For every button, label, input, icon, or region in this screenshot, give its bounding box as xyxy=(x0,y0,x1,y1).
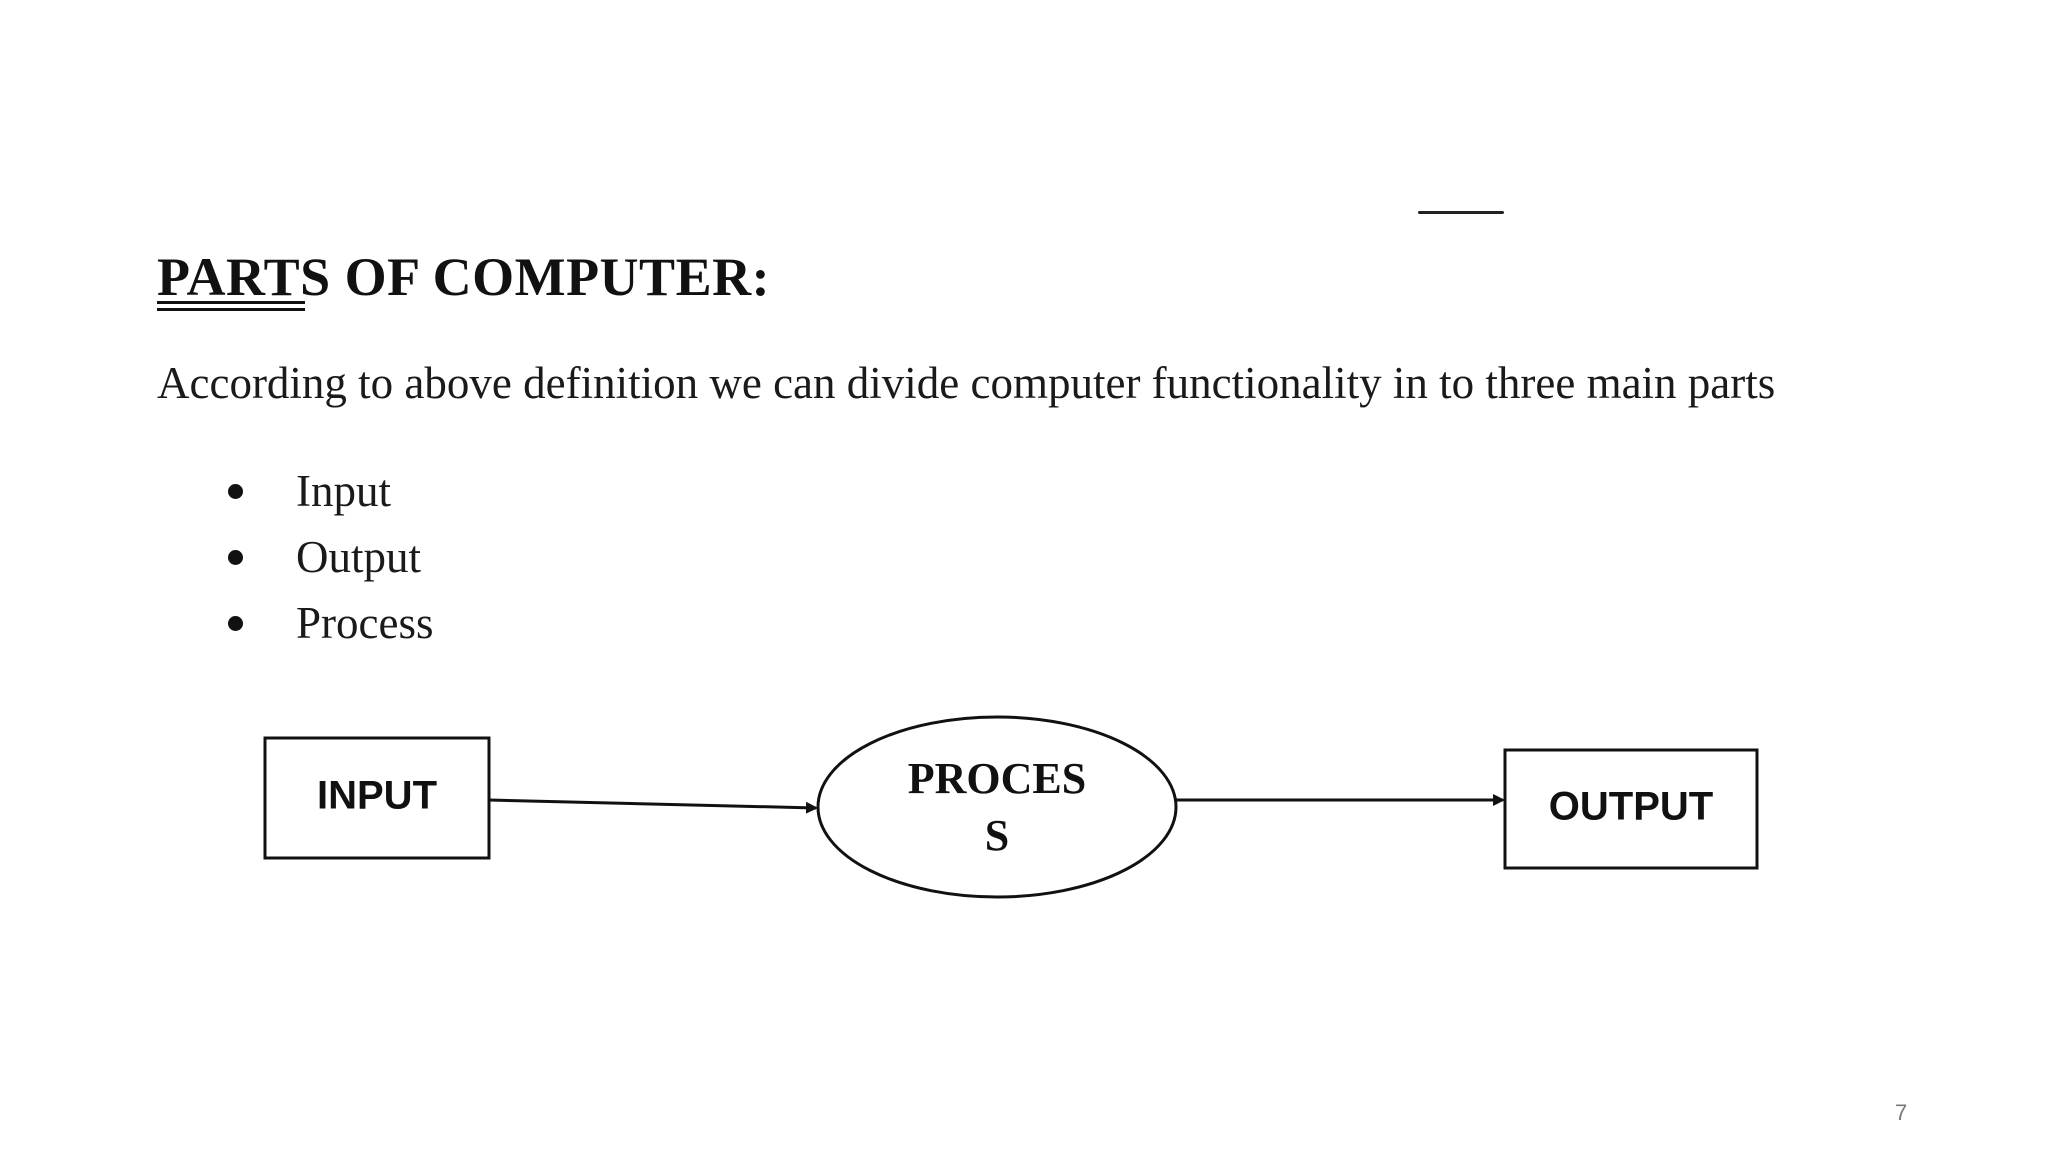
parts-list: Input Output Process xyxy=(222,458,433,656)
page-number: 7 xyxy=(1895,1100,1908,1125)
slide-title: PARTS OF COMPUTER: xyxy=(157,247,771,307)
process-label-line1: PROCES xyxy=(908,754,1086,803)
title-underline xyxy=(157,301,305,304)
stray-line-mark xyxy=(1418,211,1504,214)
input-box xyxy=(263,736,491,860)
bullet-icon xyxy=(228,615,243,631)
list-item: Output xyxy=(222,524,433,590)
input-label: INPUT xyxy=(317,774,437,818)
arrow-input-to-process xyxy=(488,798,818,814)
process-label-line2: S xyxy=(985,811,1009,860)
title-underline-double xyxy=(157,308,305,311)
output-box xyxy=(1503,748,1759,870)
intro-text: According to above definition we can div… xyxy=(157,358,1776,408)
process-ellipse xyxy=(816,715,1178,899)
list-item-label: Process xyxy=(296,598,434,648)
bullet-icon xyxy=(228,483,243,499)
bullet-icon xyxy=(228,549,243,565)
list-item: Process xyxy=(222,590,433,656)
list-item-label: Input xyxy=(296,466,391,516)
list-item-label: Output xyxy=(296,532,422,582)
output-label: OUTPUT xyxy=(1549,785,1713,829)
list-item: Input xyxy=(222,458,433,524)
